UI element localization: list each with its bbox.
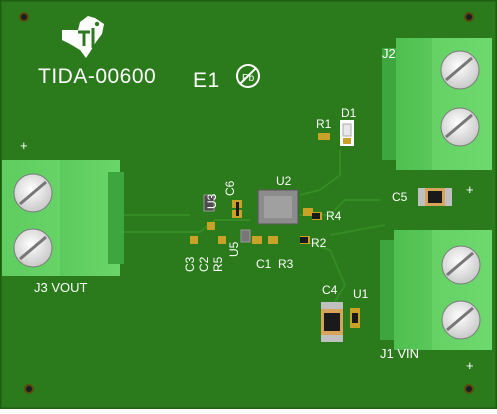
screw-icon[interactable]	[440, 50, 480, 90]
j3-label: J3 VOUT	[34, 280, 88, 295]
board-title: TIDA-00600	[38, 65, 156, 88]
screw-icon[interactable]	[13, 173, 53, 213]
c5-capacitor	[418, 188, 452, 206]
u1-ic	[350, 308, 360, 328]
terminal-block-j3[interactable]	[2, 160, 124, 276]
svg-text:Pb: Pb	[242, 73, 255, 84]
u2-ic	[257, 189, 299, 225]
u3-label: U3	[205, 193, 219, 209]
r3-label: R3	[278, 257, 294, 271]
mounting-hole	[464, 384, 474, 394]
u5-label: U5	[227, 241, 241, 257]
mounting-hole	[464, 12, 474, 22]
c5-label: C5	[392, 190, 408, 204]
j3-plus-marker: +	[20, 138, 28, 153]
board-revision: E1	[193, 69, 220, 92]
r5-label: R5	[211, 256, 225, 272]
c4-capacitor	[321, 302, 343, 342]
screw-icon[interactable]	[13, 228, 53, 268]
j1-plus-marker: +	[466, 358, 474, 373]
u2-label: U2	[276, 174, 292, 188]
r1-resistor	[318, 133, 330, 140]
ti-logo-icon	[62, 16, 104, 58]
mounting-hole	[19, 12, 29, 22]
r1-label: R1	[316, 117, 332, 131]
passive-bodies	[236, 202, 320, 243]
d1-led	[340, 120, 354, 146]
u5-ic	[240, 229, 251, 243]
c3-label: C3	[183, 256, 197, 272]
d1-label: D1	[341, 106, 357, 120]
screw-icon[interactable]	[440, 107, 480, 147]
c4-label: C4	[322, 283, 338, 297]
mounting-hole	[24, 384, 34, 394]
terminal-block-j2[interactable]	[382, 38, 492, 170]
u3-ic	[203, 194, 215, 212]
lead-free-pb-icon: Pb	[236, 64, 260, 88]
c1-label: C1	[256, 257, 272, 271]
c6-label: C6	[223, 180, 237, 196]
j2-label: J2	[382, 46, 396, 61]
c2-label: C2	[197, 256, 211, 272]
r2-label: R2	[311, 236, 327, 250]
j1-label: J1 VIN	[380, 346, 419, 361]
u1-label: U1	[353, 287, 369, 301]
j2-plus-marker: +	[466, 182, 474, 197]
screw-icon[interactable]	[441, 245, 481, 285]
terminal-block-j1[interactable]	[380, 230, 492, 350]
screw-icon[interactable]	[441, 300, 481, 340]
r4-label: R4	[326, 209, 342, 223]
